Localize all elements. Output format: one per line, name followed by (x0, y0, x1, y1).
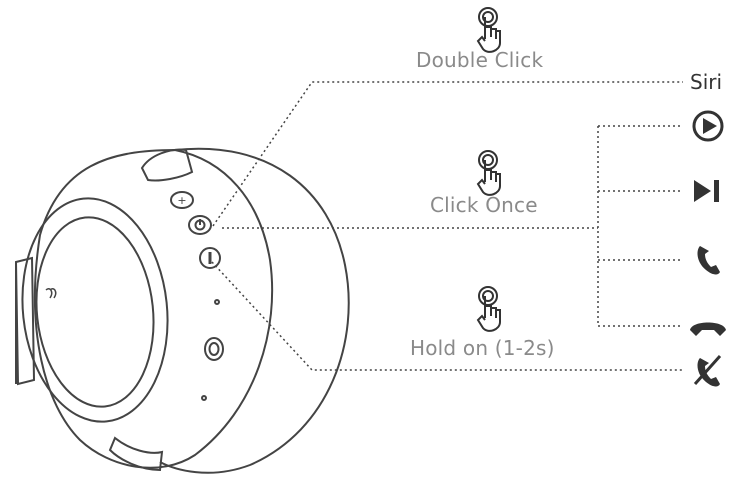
power-button (188, 215, 212, 235)
finger-tap-icon-hold (476, 286, 501, 332)
svg-text:+: + (177, 194, 186, 207)
double-click-label: Double Click (416, 48, 544, 72)
hinge-top (140, 148, 194, 182)
outer-plate (21, 197, 169, 423)
phone-hangup-icon (690, 322, 726, 336)
siri-label: Siri (690, 70, 723, 94)
led-hole (201, 395, 207, 401)
play-next-icon (694, 180, 719, 202)
hinge-bottom (108, 436, 164, 472)
logo-mark (45, 287, 57, 299)
mic-hole (214, 299, 220, 305)
hold-on-label: Hold on (1-2s) (410, 336, 555, 360)
headband-slider (14, 256, 36, 386)
plus-button (170, 191, 194, 209)
click-once-label: Click Once (430, 193, 538, 217)
play-circle-icon (692, 110, 724, 142)
cup-housing (34, 148, 274, 469)
phone-answer-icon (697, 246, 720, 275)
connector-lines (211, 81, 683, 371)
aux-port (204, 337, 224, 361)
inner-plate (35, 216, 155, 408)
finger-tap-icon-double (476, 7, 501, 53)
multi-button (199, 247, 221, 269)
phone-reject-icon (693, 355, 722, 387)
ear-cushion (159, 147, 350, 474)
headphone-illustration: + (14, 147, 350, 474)
finger-tap-icon-once (476, 150, 501, 196)
